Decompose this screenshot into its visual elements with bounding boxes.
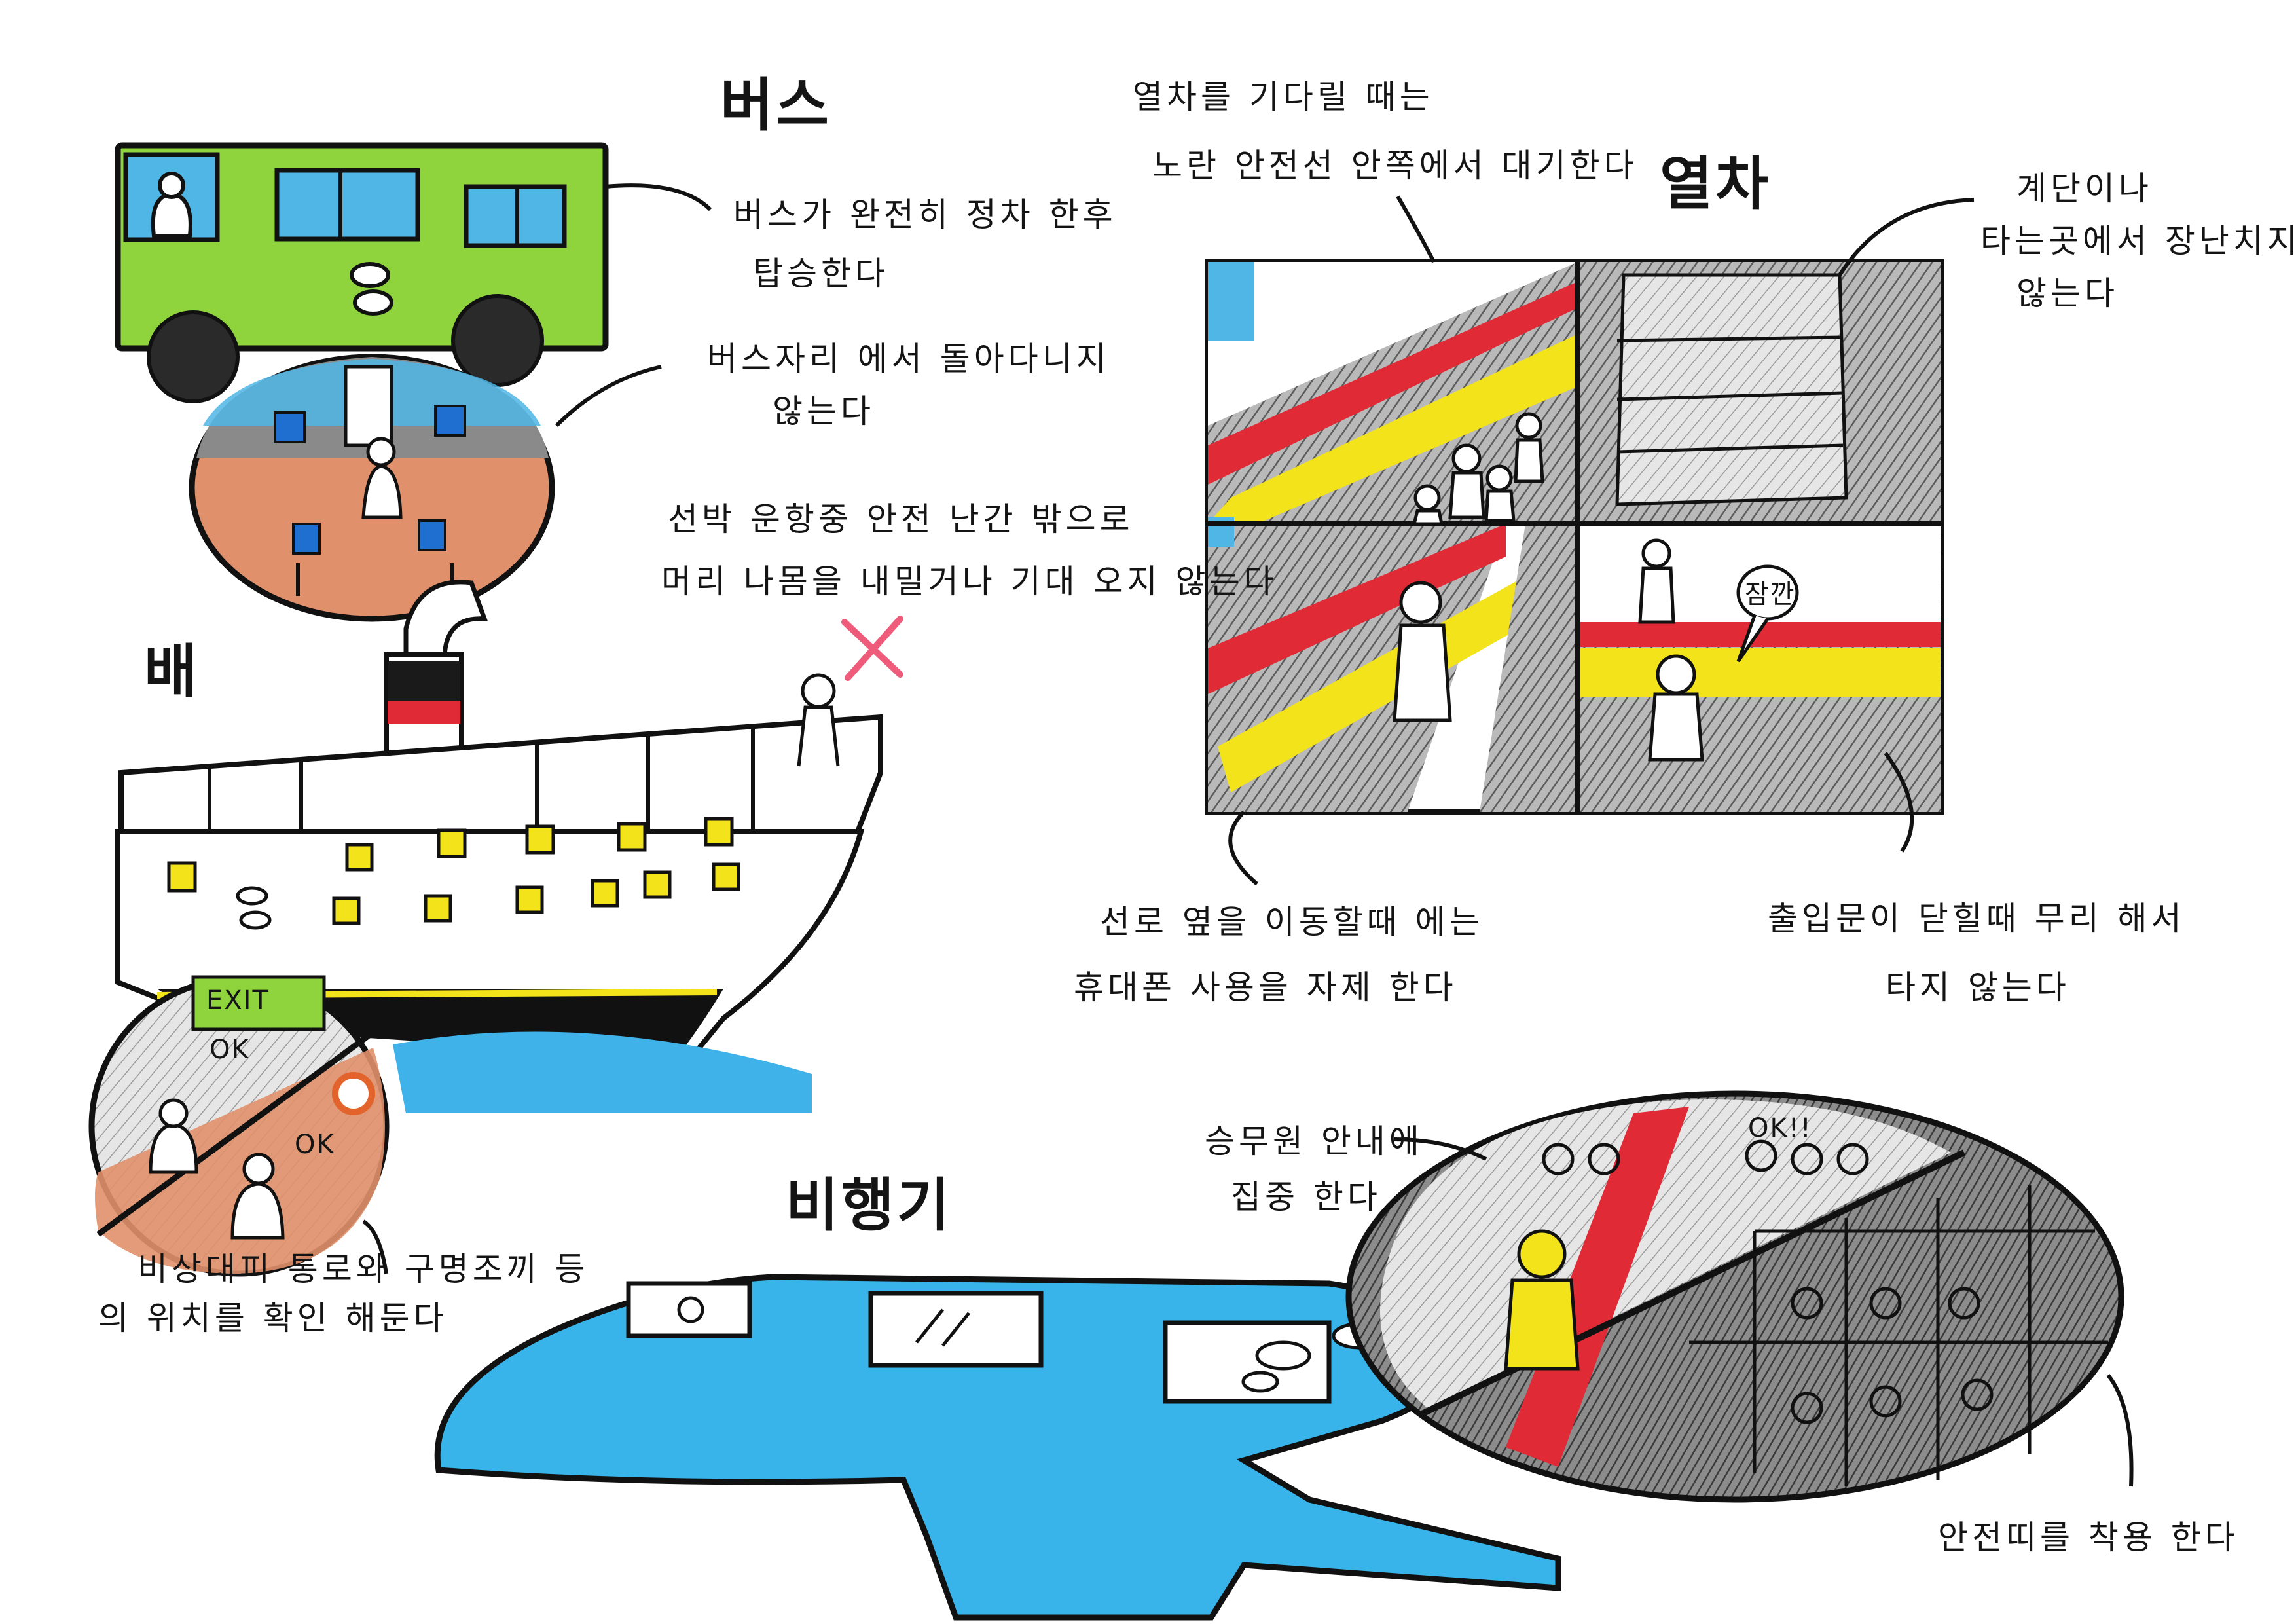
plane-tip-pointer-2 [2106, 1374, 2134, 1487]
airplane-title: 비행기 [786, 1172, 953, 1239]
train-tip-pointer-2 [1838, 198, 1975, 276]
train-tip-2-line-1: 계단이나 [2016, 170, 2153, 208]
bus-tip-2-line-1: 버스자리 에서 돌아다니지 [707, 340, 1110, 378]
train-tip-4-line-1: 출입문이 닫힐때 무리 해서 [1768, 900, 2185, 938]
plane-tip-1-line-2: 집중 한다 [1231, 1178, 1381, 1216]
ship-tip-pointer [362, 1219, 388, 1274]
airplane-cabin-bubble [1345, 1090, 2124, 1503]
plane-tip-1-line-1: 승무원 안내에 [1205, 1122, 1423, 1160]
speech-bubble [1736, 564, 1799, 663]
ship-tip-1-line-1: 선박 운항중 안전 난간 밖으로 [668, 500, 1134, 538]
cross-mark-icon [841, 616, 903, 681]
bus-tip-1-line-2: 탑승한다 [753, 255, 889, 293]
ship-tip-2-line-2: 의 위치를 확인 해둔다 [98, 1299, 448, 1337]
ship-exit-bubble [88, 975, 390, 1277]
bus-interior-bubble [189, 354, 555, 622]
exit-sign-label: EXIT [206, 986, 270, 1016]
bus-tip-1-line-1: 버스가 완전히 정차 한후 [733, 196, 1117, 234]
bus-title: 버스 [720, 71, 831, 139]
bus-tip-pointer-2 [555, 365, 662, 428]
plane-tip-2-line-1: 안전띠를 착용 한다 [1938, 1519, 2239, 1557]
train-tip-3-line-1: 선로 옆을 이동할때 에는 [1100, 903, 1484, 941]
train-tip-1-line-1: 열차를 기다릴 때는 [1133, 78, 1434, 116]
ship-tip-1-line-2: 머리 나몸을 내밀거나 기대 오지 않는다 [661, 563, 1278, 600]
train-tip-4-line-2: 타지 않는다 [1886, 969, 2070, 1006]
ship-tip-2-line-1: 비상대피 통로와 구명조끼 등 [137, 1250, 589, 1288]
train-tip-2-line-3: 않는다 [2016, 274, 2119, 312]
train-tip-1-line-2: 노란 안전선 안쪽에서 대기한다 [1152, 147, 1638, 185]
speech-bubble-text: 잠깐 [1745, 580, 1796, 610]
bus-tip-pointer-1 [605, 183, 712, 212]
train-tip-2-line-2: 타는곳에서 장난치지 [1980, 222, 2296, 260]
train-tip-pointer-1 [1396, 195, 1436, 263]
plane-tip-pointer-1 [1394, 1137, 1487, 1161]
ok-label-2: OK [295, 1130, 335, 1160]
train-tip-pointer-3 [1228, 810, 1258, 886]
cabin-ok-label: OK!! [1748, 1113, 1812, 1143]
train-title: 열차 [1660, 150, 1771, 217]
bus-illustration [115, 142, 609, 403]
train-tip-3-line-2: 휴대폰 사용을 자제 한다 [1074, 969, 1457, 1006]
train-tip-pointer-4 [1884, 752, 1914, 853]
ship-title: 배 [144, 638, 200, 705]
train-panel [1205, 259, 1944, 815]
ok-label-1: OK [210, 1035, 250, 1065]
bus-tip-2-line-2: 않는다 [773, 392, 875, 430]
